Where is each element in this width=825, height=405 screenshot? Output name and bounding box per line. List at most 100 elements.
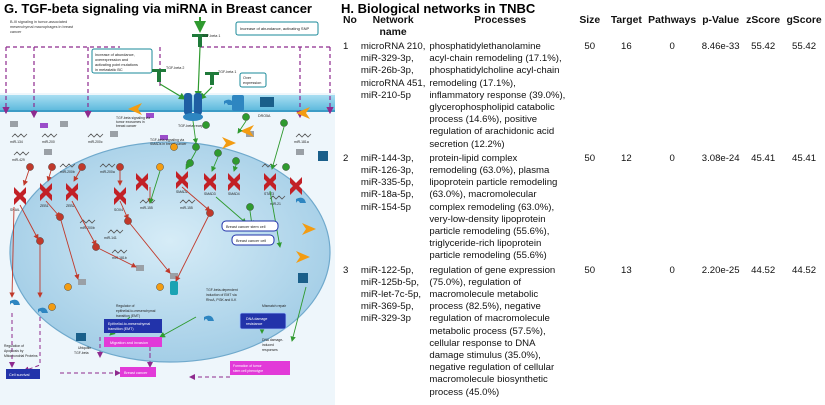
cell-network-line: microRNA 451, <box>360 77 426 89</box>
svg-text:Increase of abundance,: Increase of abundance, <box>95 53 135 57</box>
cell-no: 1 <box>343 41 349 52</box>
svg-text:transition (EMT): transition (EMT) <box>116 314 140 318</box>
cell-processes-line: complex remodeling (63.0%), <box>429 201 555 213</box>
cell-gscore: 55.42 <box>792 41 817 52</box>
cell-processes-line: very-low-density lipoprotein <box>429 213 546 225</box>
cell-target: 16 <box>620 41 632 52</box>
cell-processes-line: process (14.6%), positive <box>429 114 538 126</box>
cell-processes-line: negative regulation of cellular <box>429 362 555 374</box>
cell-processes-line: regulation of arachidonic acid <box>429 126 555 138</box>
svg-text:TGF-beta 1: TGF-beta 1 <box>218 70 236 74</box>
svg-text:SOX4: SOX4 <box>114 208 123 212</box>
svg-text:cancer: cancer <box>10 30 22 34</box>
pathway-diagram: B-III signaling in tumor-associated mese… <box>0 17 335 405</box>
cell-network-line: miR-18a-5p, <box>360 189 414 201</box>
svg-text:miR-21: miR-21 <box>270 202 281 206</box>
box-abundance-left <box>91 48 153 74</box>
cell-gscore: 45.41 <box>792 152 817 164</box>
cell-survival-box <box>6 369 40 379</box>
cell-network-line: microRNA 210, <box>360 41 426 52</box>
svg-text:resistance: resistance <box>246 322 262 326</box>
col-header-target: Target <box>610 15 642 26</box>
svg-text:miR-200c: miR-200c <box>88 140 103 144</box>
svg-text:miR-134: miR-134 <box>10 140 23 144</box>
cell-processes-line: remodeling (63.0%), plasma <box>429 165 550 177</box>
svg-text:TGF-beta: TGF-beta <box>74 351 89 355</box>
cell-membrane <box>0 95 335 111</box>
svg-text:SMAD4: SMAD4 <box>228 192 240 196</box>
svg-text:miR-181b: miR-181b <box>112 256 127 260</box>
kinase-nodes <box>128 103 316 263</box>
cell-processes-line: macromolecule biosynthetic <box>429 374 548 386</box>
emt-box <box>104 319 162 333</box>
svg-text:DNA damage: DNA damage <box>246 317 267 321</box>
left-panel-title: G. TGF-beta signaling via miRNA in Breas… <box>4 1 312 16</box>
cell-processes-line: particle remodeling (55.6%), <box>429 226 550 238</box>
breast-cancer-box <box>120 367 156 377</box>
cell-size: 50 <box>584 41 596 52</box>
col-header-no: No <box>343 15 357 26</box>
cell-network: miR-144-3p,miR-126-3p,miR-335-5p,miR-18a… <box>359 151 428 263</box>
svg-text:stem cell phenotype: stem cell phenotype <box>233 369 263 373</box>
cell-network-line: miR-335-5p, <box>360 177 414 189</box>
svg-text:Formation of tumor: Formation of tumor <box>233 364 263 368</box>
cell-network-line: miR-125b-5p, <box>360 276 419 288</box>
svg-text:responses: responses <box>262 348 278 352</box>
cell-size: 50 <box>584 264 596 276</box>
cell-size: 50 <box>584 152 596 164</box>
svg-text:SNAIL: SNAIL <box>10 208 20 212</box>
svg-text:induction of EMT via: induction of EMT via <box>206 293 237 297</box>
cell-processes-line: metabolic process (57.5%), <box>429 325 546 337</box>
cell-network-line: miR-144-3p, <box>360 152 414 164</box>
svg-text:Regulator of: Regulator of <box>116 304 135 308</box>
cell-pvalue: 8.46e-33 <box>701 41 740 52</box>
cell-processes-line: phosphatidylcholine acyl-chain <box>429 65 560 77</box>
cell-pathways: 0 <box>669 152 675 164</box>
cell-processes-line: damage stimulus (35.0%), <box>429 350 541 362</box>
svg-text:induced: induced <box>262 343 274 347</box>
transcription-factors <box>14 171 302 205</box>
svg-text:miR-200a: miR-200a <box>100 170 115 174</box>
svg-text:RhoA, PI3K and ILK: RhoA, PI3K and ILK <box>206 298 237 302</box>
svg-text:miR-200: miR-200 <box>42 140 55 144</box>
svg-text:Increase of abundance, activat: Increase of abundance, activating SNP <box>240 26 309 31</box>
svg-text:B-III signaling in tumor-assoc: B-III signaling in tumor-associated <box>10 20 67 24</box>
cell-processes-line: remodeling (17.1%), <box>429 77 516 89</box>
svg-text:SMAD3: SMAD3 <box>204 192 216 196</box>
svg-text:tumor exosomes in: tumor exosomes in <box>116 120 145 124</box>
svg-text:breast cancer: breast cancer <box>116 124 137 128</box>
svg-text:ZEB2: ZEB2 <box>66 204 75 208</box>
cell-processes: regulation of gene expression(75.0%), re… <box>427 263 573 399</box>
cell-network-line: miR-26b-3p, <box>360 65 414 77</box>
cell-processes-line: regulation of macromolecule <box>429 313 550 325</box>
svg-text:Apoptosis by: Apoptosis by <box>4 349 24 353</box>
svg-text:TGF-beta-dependent: TGF-beta-dependent <box>206 288 238 292</box>
col-header-pathways: Pathways <box>648 15 697 26</box>
svg-text:TGF-beta signaling via: TGF-beta signaling via <box>150 138 184 142</box>
right-panel-title: H. Biological networks in TNBC <box>341 1 536 16</box>
box-over-expression <box>239 72 267 88</box>
cell-processes-line: process (82.5%), negative <box>429 301 541 313</box>
tgfb-receptor <box>183 93 203 121</box>
col-header-size: Size <box>579 15 601 26</box>
svg-text:mesenchymal macrophages in bre: mesenchymal macrophages in breast <box>10 25 74 29</box>
dna-damage-box <box>239 312 287 330</box>
cell-network-line: miR-126-3p, <box>360 165 414 177</box>
cell-network-line: miR-329-3p, <box>360 53 414 65</box>
col-header-processes: Processes <box>474 15 527 26</box>
tgfb-ligands <box>152 34 219 85</box>
stem-cell-box <box>221 220 279 232</box>
svg-text:SMADs in breast cancer: SMADs in breast cancer <box>150 142 187 146</box>
cell-processes-line: (63.0%), macromolecular <box>429 189 537 201</box>
col-header-gscore: gScore <box>786 15 822 26</box>
tumor-stem-box <box>230 361 290 375</box>
cell-no: 2 <box>343 152 349 164</box>
svg-text:Breast cancer stem cell: Breast cancer stem cell <box>226 225 266 229</box>
cell-zscore: 55.42 <box>751 41 776 52</box>
cell-network-line: miR-210-5p <box>360 89 411 101</box>
cell-network-line: miR-329-3p <box>360 313 411 325</box>
cell-processes-line: triglyceride-rich lipoprotein <box>429 238 542 250</box>
cell-processes-line: regulation of gene expression <box>429 264 556 276</box>
